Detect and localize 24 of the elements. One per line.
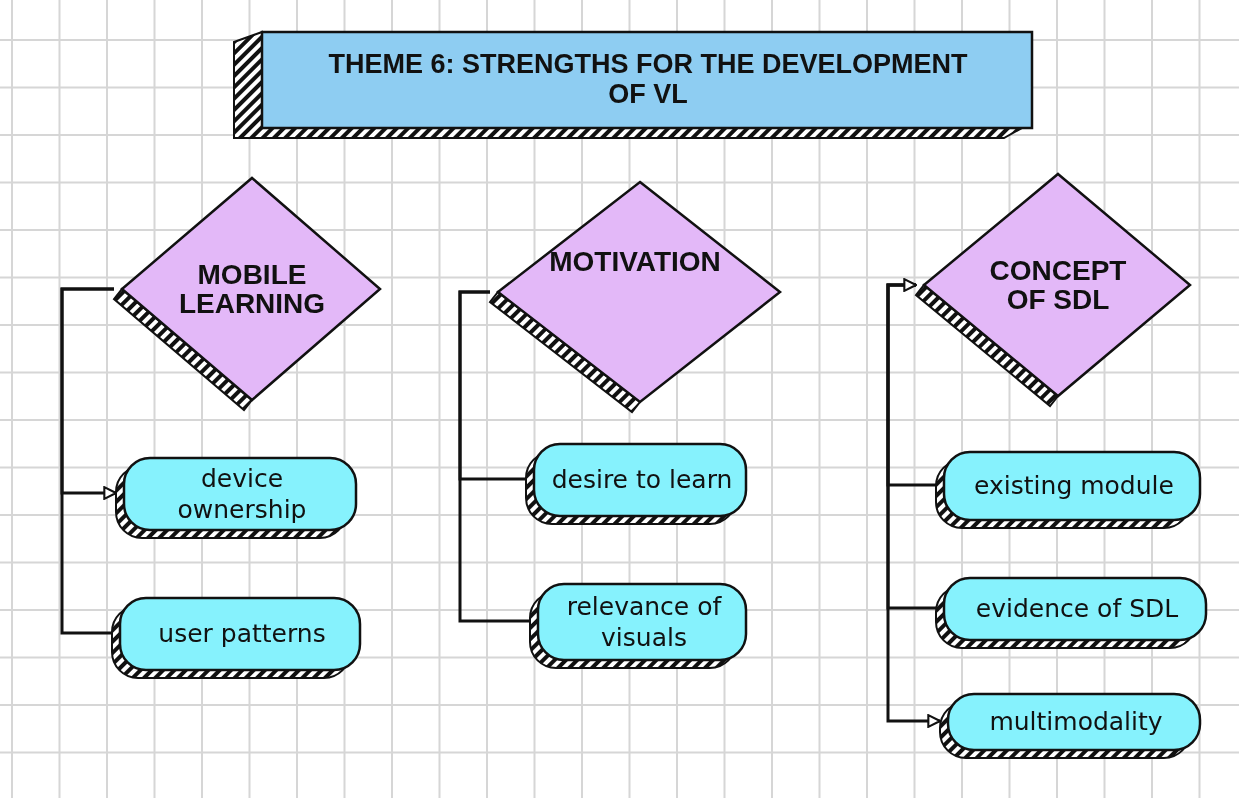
decision-diamond — [488, 180, 782, 414]
subtheme-label: existing module — [974, 470, 1174, 502]
decision-diamond — [112, 176, 382, 412]
connector — [60, 287, 114, 635]
subtheme-label: evidence of SDL — [975, 593, 1179, 625]
decision-diamond — [914, 172, 1192, 408]
rounded-box — [528, 582, 748, 670]
rounded-box — [524, 442, 748, 526]
subtheme-label: relevance of visuals — [565, 590, 723, 654]
subtheme-label: desire to learn — [551, 464, 733, 496]
theme-label: MOBILE LEARNING — [177, 259, 327, 319]
rounded-box — [110, 596, 362, 680]
subtheme-label: user patterns — [158, 618, 326, 650]
title-text: THEME 6: STRENGTHS FOR THE DEVELOPMENT OF VL — [327, 50, 969, 110]
rounded-box — [934, 576, 1208, 650]
title-banner — [232, 30, 1034, 140]
theme-label: CONCEPT OF SDL — [988, 255, 1128, 315]
rounded-box — [934, 450, 1202, 530]
rounded-box — [938, 692, 1202, 760]
theme-label: MOTIVATION — [549, 247, 721, 277]
connector — [458, 290, 530, 623]
subtheme-label: device ownership — [176, 462, 308, 526]
rounded-box — [114, 456, 358, 540]
subtheme-label: multimodality — [989, 706, 1163, 738]
